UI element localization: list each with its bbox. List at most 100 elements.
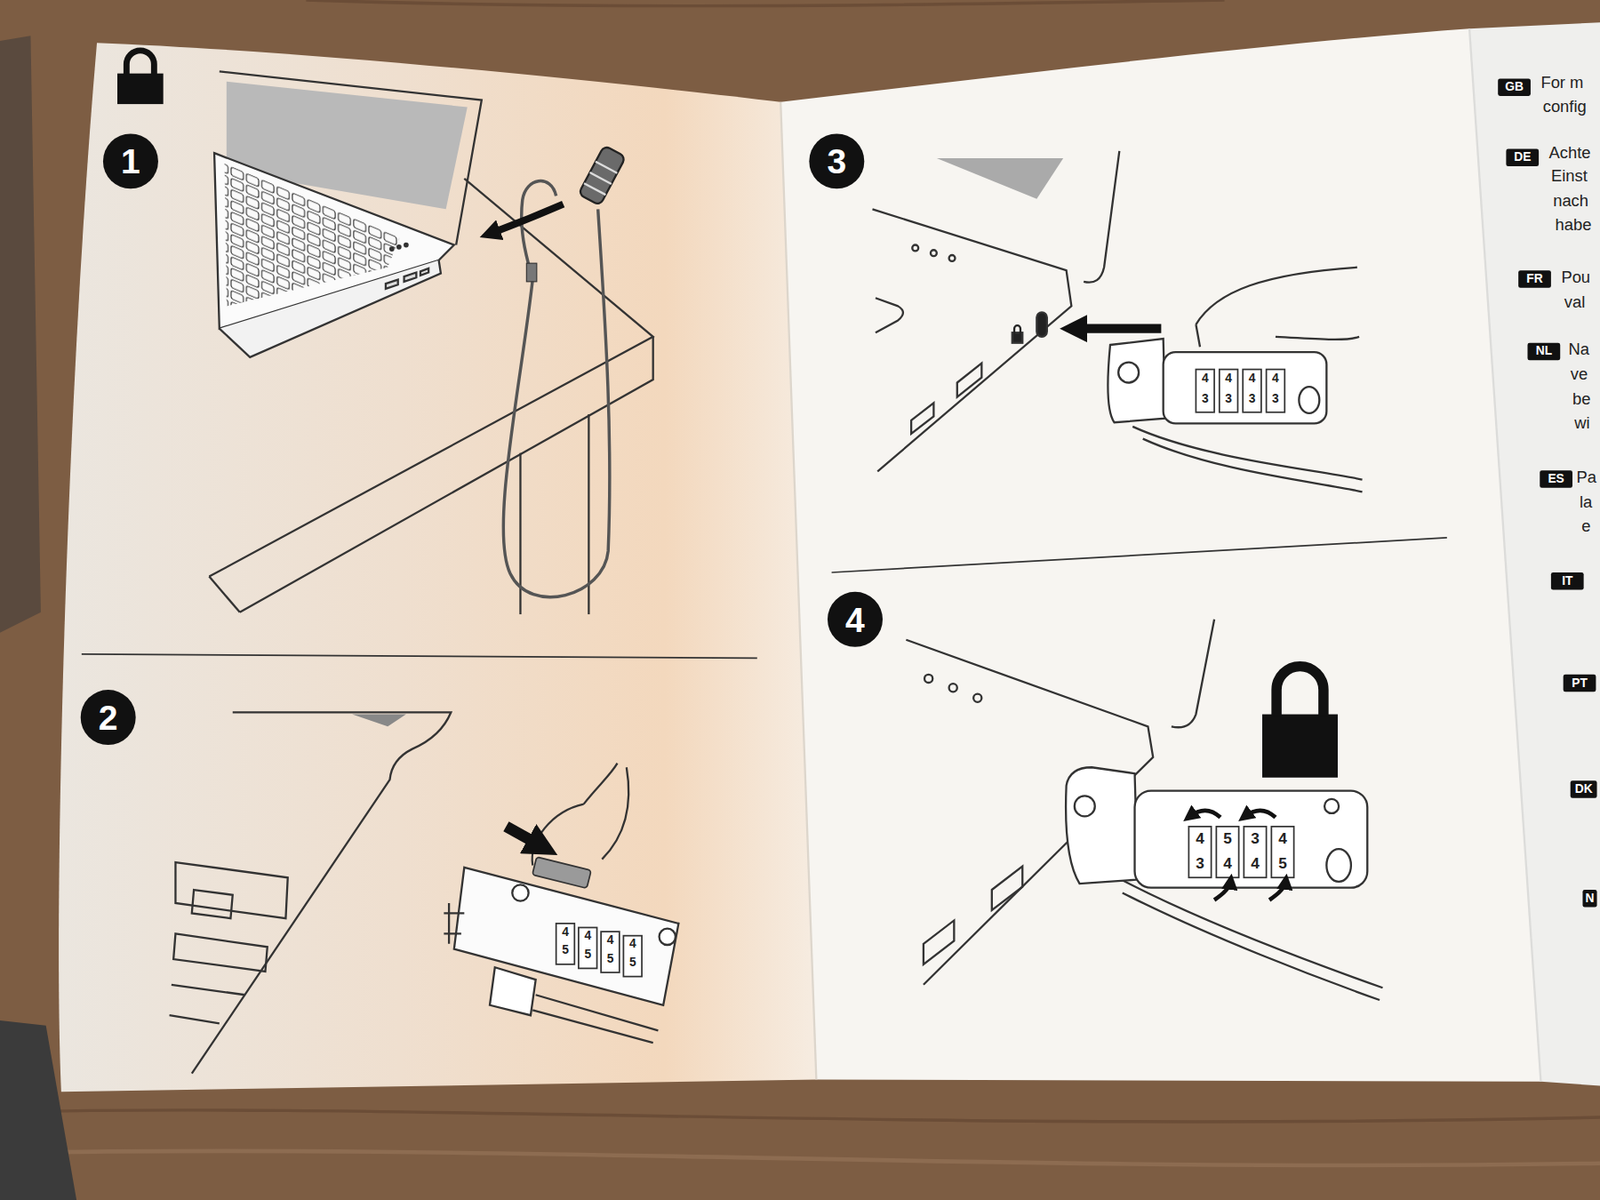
- combination-lock: [443, 763, 679, 1044]
- node-text: DK: [1575, 782, 1593, 795]
- language-code: FR: [1518, 270, 1552, 288]
- laptop-drawing: [385, 268, 429, 289]
- laptop-side-drawing: [930, 249, 937, 256]
- instruction-text: e: [1581, 517, 1591, 536]
- leaflet-paper: [780, 28, 1541, 1082]
- combination-lock: [1117, 877, 1383, 1000]
- laptop-side-drawing: [1014, 325, 1021, 334]
- node-text: NL: [1536, 344, 1552, 358]
- dial-digit: 4: [578, 929, 598, 944]
- dial-digit: 5: [600, 952, 620, 966]
- node-text: N: [1585, 891, 1595, 904]
- combination-lock: [532, 763, 630, 866]
- instruction-text: val: [1564, 292, 1585, 311]
- node-text: 3: [826, 144, 847, 179]
- padlock-icon: [1276, 666, 1324, 717]
- laptop-side-drawing: [872, 208, 1072, 472]
- padlock-icon: [126, 50, 154, 76]
- laptop-side-drawing: [1036, 312, 1047, 337]
- dial-digit: 3: [1188, 855, 1211, 872]
- language-code: DK: [1570, 780, 1598, 799]
- laptop-side-drawing: [936, 158, 1064, 200]
- combination-lock: [532, 994, 658, 1043]
- dial-digit: 5: [578, 947, 598, 961]
- direction-arrow: [1073, 328, 1162, 329]
- dial-digit: 4: [1243, 855, 1266, 872]
- laptop-side-drawing: [1012, 332, 1023, 343]
- combination-lock: [556, 923, 576, 965]
- dial-digit: 3: [1219, 392, 1239, 407]
- laptop-corner-drawing: [173, 933, 268, 971]
- step-number: 1: [103, 133, 159, 189]
- dial-digit: 5: [623, 956, 642, 970]
- laptop-side-drawing: [912, 245, 919, 252]
- laptop-side-drawing: [949, 683, 958, 692]
- instruction-text: Pou: [1560, 268, 1591, 287]
- instruction-text: Pa: [1576, 468, 1597, 487]
- dial-digit: 4: [556, 925, 576, 939]
- rotation-arrow: [1269, 881, 1286, 901]
- combination-lock: [1195, 369, 1285, 413]
- laptop-corner-drawing: [192, 889, 233, 919]
- laptop-side-drawing: [875, 297, 904, 333]
- combination-lock: [623, 936, 642, 977]
- combination-lock: [454, 867, 680, 1006]
- node-text: PT: [1571, 676, 1588, 689]
- lock-cable: [595, 161, 617, 174]
- dial-digit: 3: [1243, 830, 1266, 848]
- laptop-side-drawing: [1083, 151, 1120, 283]
- combination-lock: [1188, 826, 1211, 878]
- language-code: NL: [1527, 342, 1560, 360]
- rotation-arrow: [1214, 881, 1231, 901]
- instruction-text: habe: [1554, 216, 1592, 234]
- laptop-side-drawing: [1171, 619, 1215, 728]
- laptop-drawing: [397, 245, 400, 248]
- laptop-side-drawing: [949, 255, 956, 262]
- language-code: ES: [1539, 470, 1573, 488]
- combination-lock: [1107, 267, 1362, 493]
- direction-arrow: [1073, 323, 1162, 333]
- leaflet-paper: [58, 22, 1600, 1092]
- dial-digit: 5: [1216, 830, 1239, 848]
- laptop-drawing: [224, 163, 400, 307]
- combination-lock: [1324, 799, 1339, 814]
- combination-lock: [1195, 267, 1360, 348]
- instruction-text: ve: [1570, 365, 1588, 384]
- dial-digit: 4: [1195, 372, 1215, 386]
- instruction-text: wi: [1574, 414, 1590, 432]
- combination-lock: [512, 884, 528, 901]
- direction-arrow: [505, 826, 543, 848]
- combination-lock: [1188, 826, 1294, 878]
- instruction-text: Achte: [1549, 144, 1592, 162]
- combination-lock: [1266, 369, 1286, 413]
- wooden-table: [0, 35, 41, 633]
- combination-lock: [1216, 826, 1239, 878]
- wooden-table: [0, 1151, 1600, 1166]
- node-text: IT: [1561, 574, 1573, 587]
- combination-lock: [1195, 369, 1215, 413]
- dial-digit: 4: [1242, 372, 1262, 386]
- desk-drawing: [519, 453, 521, 615]
- laptop-side-drawing: [957, 363, 983, 398]
- laptop-corner-drawing: [169, 712, 452, 1073]
- step-number: 4: [827, 592, 883, 648]
- node-text: 4: [845, 601, 865, 637]
- leaflet-paper: [1469, 28, 1541, 1082]
- lock-cable: [590, 172, 612, 184]
- lock-cable: [503, 145, 626, 598]
- combination-lock: [1219, 369, 1239, 413]
- desk-drawing: [208, 576, 240, 613]
- node-text: 2: [98, 700, 119, 736]
- combination-lock: [1065, 767, 1383, 1000]
- node-text: ES: [1547, 472, 1564, 486]
- combination-lock: [1298, 386, 1320, 414]
- laptop-side-drawing: [905, 640, 1153, 985]
- language-code: DE: [1505, 148, 1539, 167]
- node-text: 1: [120, 144, 141, 179]
- rotation-arrow: [1190, 810, 1221, 818]
- combination-lock: [1074, 795, 1096, 816]
- dial-digit: 4: [1216, 855, 1239, 872]
- desk-drawing: [240, 336, 654, 613]
- direction-arrow: [489, 204, 564, 234]
- lock-cable: [503, 208, 610, 597]
